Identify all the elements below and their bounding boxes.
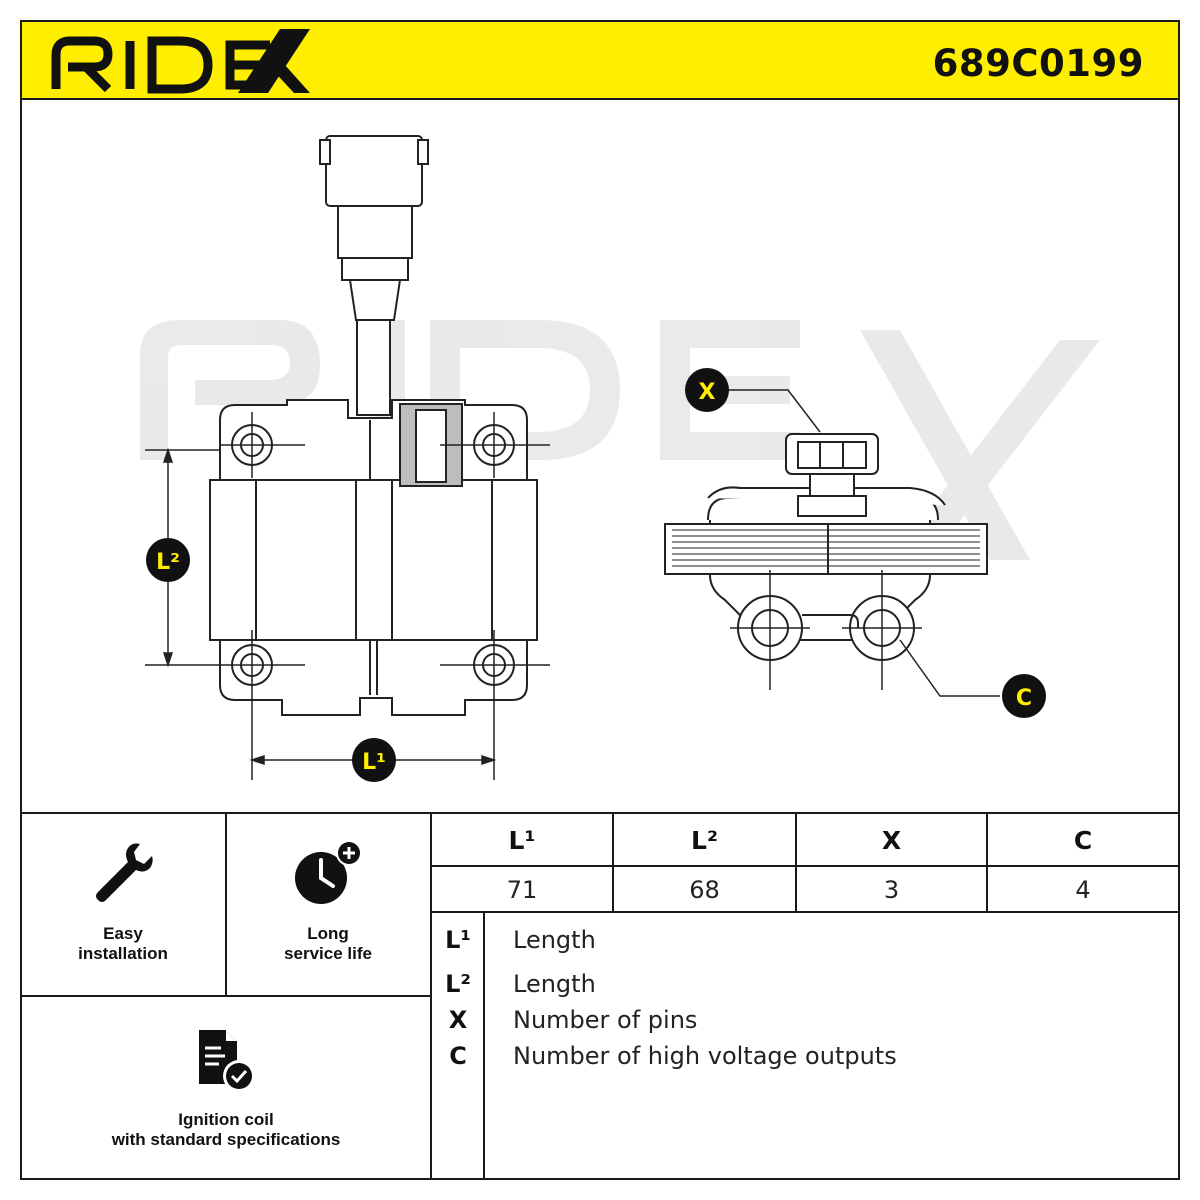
badge-x-text: X: [699, 380, 716, 405]
divider: [795, 812, 797, 912]
legend-text-x: Number of pins: [513, 1006, 698, 1034]
spec-header-l1: L¹: [508, 826, 536, 855]
feature-label-line2: installation: [78, 944, 168, 963]
spec-header-x: X: [881, 826, 902, 855]
legend-text-l2: Length: [513, 970, 596, 998]
section-divider: [20, 812, 1180, 814]
badge-l1-text: L¹: [362, 750, 386, 775]
spec-header-l2: L²: [691, 826, 718, 855]
leader-lines: [728, 389, 1000, 697]
legend-symbol-l2: L²: [445, 970, 471, 998]
clock-plus-icon: [295, 840, 362, 904]
divider: [612, 812, 614, 912]
legend-symbol-l1: L¹: [445, 926, 471, 954]
feature-label-line2: with standard specifications: [111, 1130, 341, 1149]
badge-c-text: C: [1016, 686, 1032, 711]
spec-header-c: C: [1073, 826, 1093, 855]
wrench-icon: [96, 843, 153, 902]
feature-label-line1: Long: [307, 924, 349, 943]
feature-standard-specifications: Ignition coil with standard specificatio…: [22, 1026, 430, 1150]
feature-long-service-life: Long service life: [227, 838, 429, 964]
header-bar: 689C0199: [20, 20, 1180, 100]
feature-label-line1: Ignition coil: [178, 1110, 274, 1129]
legend-text-l1: Length: [513, 926, 596, 954]
divider: [483, 911, 485, 1180]
part-number: 689C0199: [932, 42, 1144, 85]
divider: [225, 812, 227, 997]
spec-value-x: 3: [883, 876, 900, 904]
divider: [986, 812, 988, 912]
document-check-icon: [199, 1030, 255, 1092]
legend-symbol-x: X: [448, 1006, 468, 1034]
spec-value-l2: 68: [689, 876, 720, 904]
divider: [20, 995, 432, 997]
divider: [430, 911, 1180, 913]
feature-easy-installation: Easy installation: [22, 838, 224, 964]
feature-label-line2: service life: [284, 944, 372, 963]
feature-label-line1: Easy: [103, 924, 143, 943]
badge-l2: L²: [146, 538, 190, 582]
coil-side-view: [664, 433, 988, 661]
badge-x: X: [685, 368, 729, 412]
badge-c: C: [1002, 674, 1046, 718]
brand-logo: [51, 29, 310, 94]
badge-l1: L¹: [352, 738, 396, 782]
legend-text-c: Number of high voltage outputs: [513, 1042, 897, 1070]
coil-front-view: [209, 135, 538, 716]
spec-value-c: 4: [1075, 876, 1091, 904]
divider: [430, 865, 1180, 867]
spec-value-l1: 71: [506, 876, 538, 904]
technical-drawing: L² L¹ X C: [140, 135, 1100, 782]
side-center-marks: [730, 570, 922, 690]
badge-l2-text: L²: [156, 550, 180, 575]
legend-symbol-c: C: [449, 1042, 467, 1070]
center-marks: [145, 412, 550, 780]
